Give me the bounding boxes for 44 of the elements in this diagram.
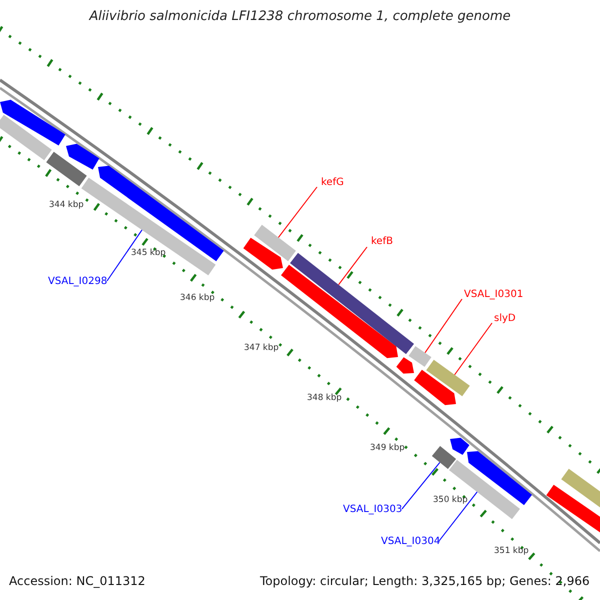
map-title: Aliivibrio salmonicida LFI1238 chromosome 1, complete genome [88, 10, 512, 24]
gene-label: kefB [371, 236, 393, 247]
gene-label: slyD [494, 313, 516, 324]
tick-label: 344 kbp [49, 201, 84, 210]
gene-feature [414, 370, 456, 406]
gene-bar [449, 460, 520, 520]
gene-feature [396, 357, 414, 374]
gene-feature [243, 238, 283, 270]
gene-bar [254, 224, 296, 262]
gene-bar [561, 468, 600, 508]
gene-feature [0, 100, 66, 146]
tick-label: 347 kbp [244, 344, 279, 354]
tick-label: 350 kbp [433, 496, 468, 506]
gene-bar [0, 114, 52, 160]
leader-line [106, 229, 142, 282]
tick-label: 345 kbp [131, 249, 166, 258]
gene-label: VSAL_I0298 [48, 276, 108, 287]
leader-line [402, 462, 440, 510]
gene-label: kefG [321, 177, 344, 188]
leader-line [438, 492, 478, 542]
gene-bar [546, 484, 600, 534]
gene-feature [281, 264, 398, 358]
gene-feature [450, 438, 470, 455]
gene-bar [432, 446, 456, 469]
accession-text: Accession: NC_011312 [9, 575, 146, 588]
tick-label: 348 kbp [307, 394, 342, 404]
gene-bar [46, 152, 87, 186]
gene-bar [290, 252, 414, 354]
gene-feature [66, 144, 100, 170]
tick-label: 346 kbp [180, 294, 215, 304]
tick-label: 349 kbp [370, 444, 405, 454]
genome-stats-text: Topology: circular; Length: 3,325,165 bp; Genes: 2,966 [260, 575, 590, 588]
gene-feature [467, 451, 532, 506]
leader-line [424, 298, 462, 354]
gene-bar [426, 360, 470, 396]
gene-label: VSAL_I0304 [381, 536, 440, 547]
leader-line [278, 186, 318, 238]
gene-label: VSAL_I0301 [464, 289, 524, 300]
gene-label: VSAL_I0303 [343, 504, 402, 515]
tick-label: 351 kbp [494, 547, 529, 556]
gene-bar [408, 346, 432, 367]
leader-line [454, 322, 492, 376]
gene-feature [98, 166, 224, 262]
leader-line [338, 246, 368, 286]
